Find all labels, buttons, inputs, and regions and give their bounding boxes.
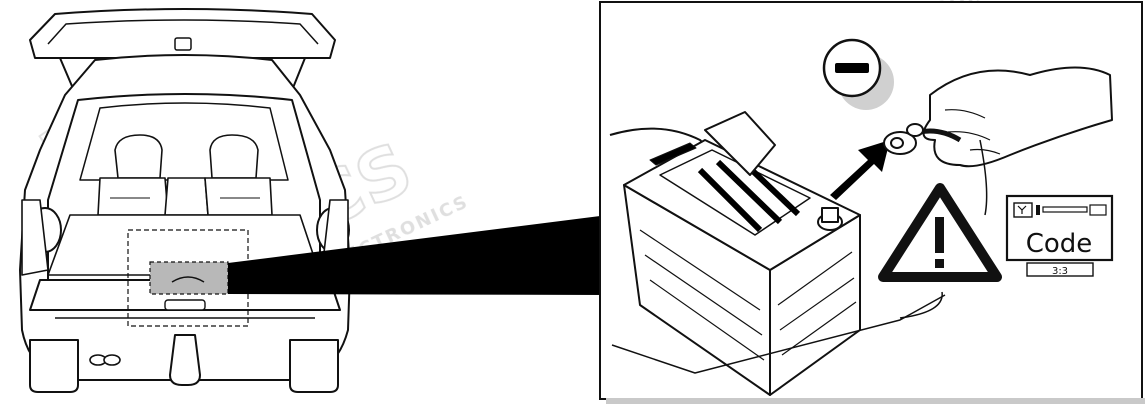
radio-code-sub: 3:3 [1052,266,1068,277]
car-rear-view [20,9,350,392]
radio-code-label: Code [1026,229,1093,259]
detail-panel: Code 3:3 [600,2,1145,404]
right-wheel [290,340,338,392]
exhaust-pipes [90,355,120,365]
detail-frame-shadow [606,398,1145,404]
battery-location-highlight [150,262,228,294]
tow-hitch [170,335,200,385]
left-wheel [30,340,78,392]
tailgate-latch [175,38,191,50]
license-plate-light [165,300,205,310]
